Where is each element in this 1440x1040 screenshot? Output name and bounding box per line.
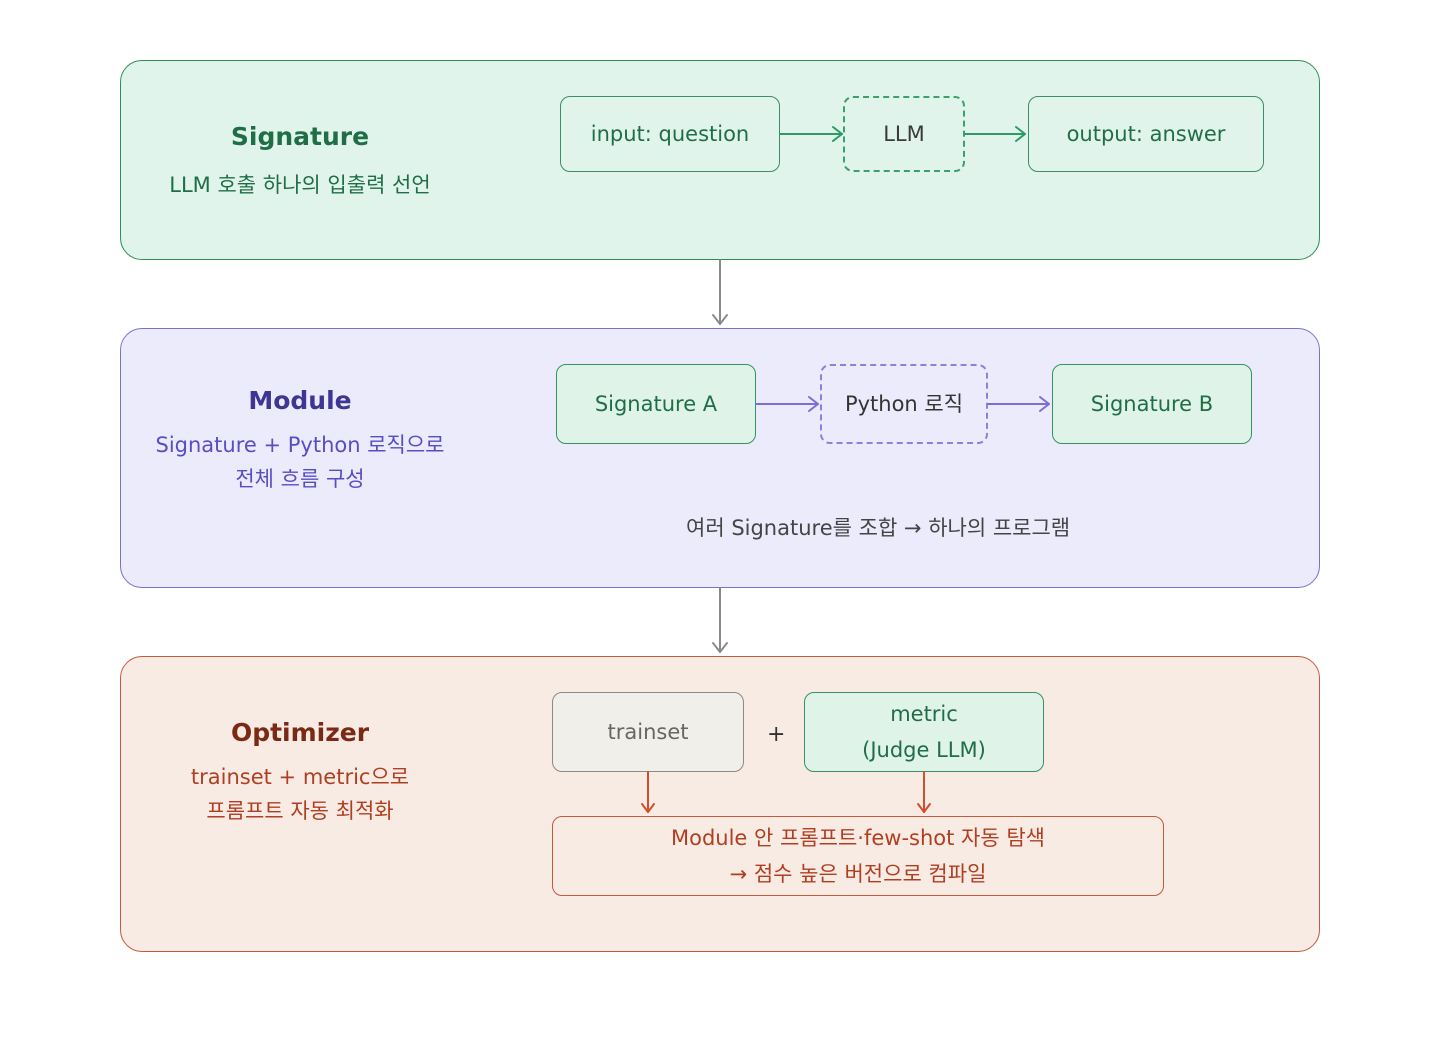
signature-a-label: Signature A [594, 392, 718, 416]
python-logic-box: Python 로직 [820, 364, 988, 444]
trainset-box: trainset [552, 692, 744, 772]
input-question-label: input: question [590, 122, 750, 146]
module-title: Module [248, 386, 352, 415]
arrow-llm-to-output [964, 126, 1026, 142]
arrow-signature-to-module [712, 259, 728, 325]
signature-b-box: Signature B [1052, 364, 1252, 444]
arrow-python-to-sig-b [987, 396, 1050, 412]
optimizer-title: Optimizer [230, 718, 370, 747]
llm-label: LLM [883, 122, 925, 146]
python-logic-label: Python 로직 [844, 392, 964, 416]
module-description-line1: Signature + Python 로직으로 [155, 433, 445, 457]
output-answer-label: output: answer [1066, 122, 1226, 146]
signature-b-label: Signature B [1090, 392, 1214, 416]
signature-description: LLM 호출 하나의 입출력 선언 [169, 173, 431, 197]
trainset-label: trainset [607, 720, 689, 744]
metric-box: metric (Judge LLM) [804, 692, 1044, 772]
compile-result-line2: → 점수 높은 버전으로 컴파일 [729, 862, 987, 886]
arrow-metric-to-result [917, 771, 931, 813]
optimizer-description-line1: trainset + metric으로 [190, 765, 410, 789]
module-description-line2: 전체 흐름 구성 [235, 467, 365, 491]
plus-sign: + [767, 722, 786, 747]
optimizer-description-line2: 프롬프트 자동 최적화 [206, 799, 394, 823]
llm-box: LLM [843, 96, 965, 172]
module-note: 여러 Signature를 조합 → 하나의 프로그램 [686, 516, 1071, 540]
metric-label-line2: (Judge LLM) [862, 738, 986, 762]
compile-result-box: Module 안 프롬프트·few-shot 자동 탐색 → 점수 높은 버전으… [552, 816, 1164, 896]
arrow-module-to-optimizer [712, 587, 728, 653]
signature-title: Signature [230, 122, 370, 151]
arrow-input-to-llm [779, 126, 843, 142]
compile-result-line1: Module 안 프롬프트·few-shot 자동 탐색 [670, 826, 1045, 850]
arrow-sig-a-to-python [755, 396, 819, 412]
signature-a-box: Signature A [556, 364, 756, 444]
output-answer-box: output: answer [1028, 96, 1264, 172]
arrow-trainset-to-result [641, 771, 655, 813]
metric-label-line1: metric [890, 702, 958, 726]
